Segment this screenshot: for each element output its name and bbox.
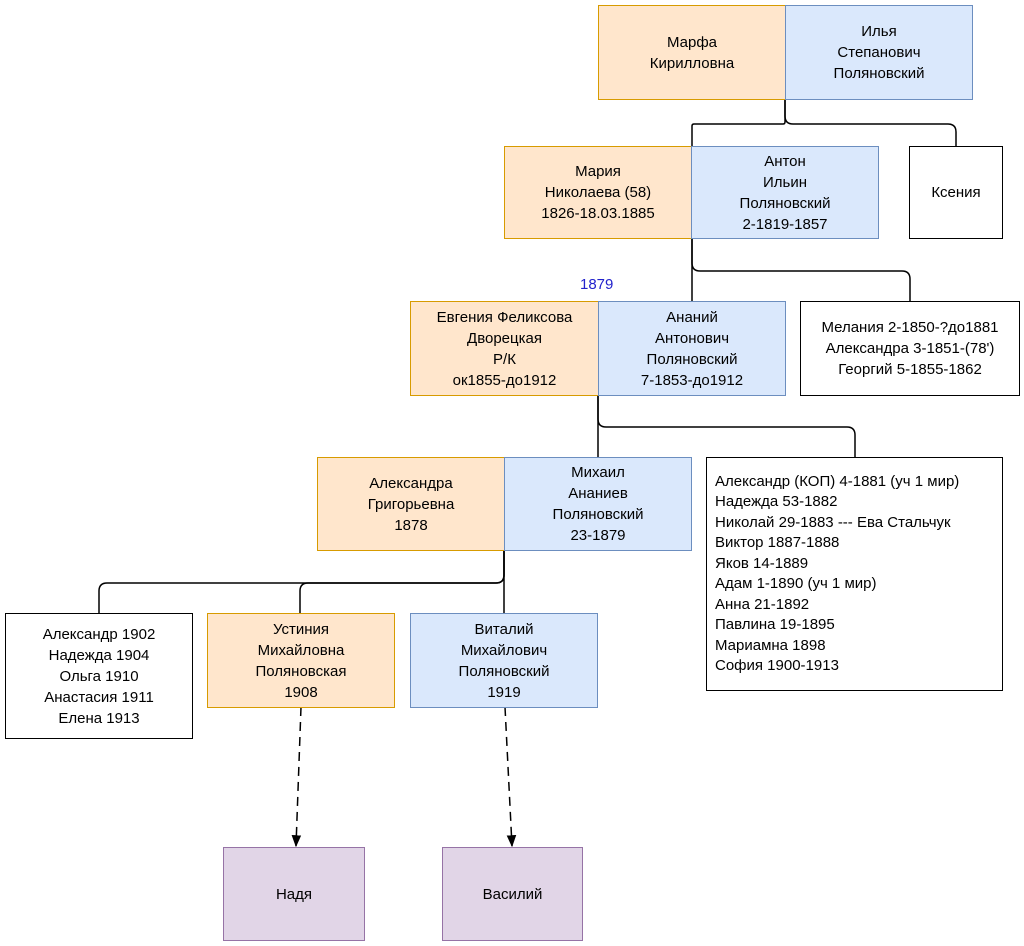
person-nadya-line: Надя <box>275 885 313 903</box>
person-vitaliy-line: Поляновский <box>458 662 550 680</box>
child-entry: Виктор 1887-1888 <box>715 534 840 551</box>
person-mikhail-line: Ананиев <box>568 485 628 502</box>
child-entry: Анна 21-1892 <box>715 595 810 613</box>
link-mikhail-ustinia <box>299 550 505 613</box>
arrow-vitaliy-vasiliy <box>504 706 517 848</box>
person-anton-line: Ильин <box>762 173 807 191</box>
person-ananiy[interactable]: Ананий Антонович Поляновский 7-1853-до19… <box>598 301 786 396</box>
person-ilya-line: Поляновский <box>833 65 925 82</box>
anton-other-children[interactable]: Мелания 2-1850-?до1881 Александра 3-1851… <box>800 301 1020 396</box>
person-maria-line: Николаева (58) <box>544 184 652 201</box>
person-ananiy-line: 7-1853-до1912 <box>640 371 744 389</box>
link-ilya-ksenia <box>784 100 957 146</box>
person-vasiliy-line: Василий <box>482 885 543 903</box>
person-maria[interactable]: Мария Николаева (58) 1826-18.03.1885 <box>504 146 692 239</box>
person-mikhail-line: Поляновский <box>552 506 644 523</box>
person-anton[interactable]: Антон Ильин Поляновский 2-1819-1857 <box>691 146 879 239</box>
person-mikhail-line: 23-1879 <box>570 527 626 544</box>
child-entry: Анастасия 1911 <box>44 688 154 706</box>
person-ustinia-line: Поляновская <box>255 662 347 680</box>
person-ilya[interactable]: Илья Степанович Поляновский <box>785 5 973 100</box>
person-marfa[interactable]: Марфа Кирилловна <box>598 5 786 100</box>
child-entry: Георгий 5-1855-1862 <box>838 361 982 378</box>
person-ananiy-line: Поляновский <box>646 350 738 368</box>
person-maria-line: Мария <box>575 163 621 180</box>
person-anton-line: Поляновский <box>739 194 831 212</box>
person-marfa-line: Марфа <box>666 33 718 51</box>
person-vitaliy-line: 1919 <box>487 683 521 701</box>
child-entry: Яков 14-1889 <box>715 554 809 572</box>
child-entry: Ольга 1910 <box>59 667 139 685</box>
child-entry: Мелания 2-1850-?до1881 <box>821 319 999 336</box>
child-entry: Павлина 19-1895 <box>715 616 835 633</box>
person-ksenia[interactable]: Ксения <box>909 146 1003 239</box>
child-entry: София 1900-1913 <box>715 657 839 674</box>
person-mikhail[interactable]: Михаил Ананиев Поляновский 23-1879 <box>504 457 692 551</box>
person-evgenia-line: ок1855-до1912 <box>452 371 557 389</box>
person-ananiy-line: Ананий <box>666 308 718 326</box>
mikhail-other-children[interactable]: Александр 1902 Надежда 1904 Ольга 1910 А… <box>5 613 193 739</box>
link-ilya-anton <box>691 100 786 146</box>
person-ustinia-line: 1908 <box>284 683 318 701</box>
person-alexandra-line: Григорьевна <box>367 495 455 513</box>
person-anton-line: Антон <box>764 152 806 170</box>
ananiy-other-children[interactable]: Александр (КОП) 4-1881 (уч 1 мир) Надежд… <box>706 457 1003 691</box>
arrow-ustinia-nadya <box>291 706 302 848</box>
child-entry: Мариамна 1898 <box>715 636 826 654</box>
link-anton-siblings <box>691 238 911 302</box>
person-mikhail-line: Михаил <box>571 464 625 481</box>
child-entry: Надежда 1904 <box>48 646 150 664</box>
person-evgenia[interactable]: Евгения Феликсова Дворецкая Р/К ок1855-д… <box>410 301 599 396</box>
person-ksenia-line: Ксения <box>931 184 981 201</box>
child-entry: Александр (КОП) 4-1881 (уч 1 мир) <box>715 472 960 490</box>
person-evgenia-line: Р/К <box>493 350 516 368</box>
link-ananiy-children <box>597 395 856 457</box>
person-alexandra-line: Александра <box>369 474 453 492</box>
person-marfa-line: Кирилловна <box>649 54 735 72</box>
link-mikhail-children <box>98 550 505 613</box>
person-vitaliy-line: Михайлович <box>460 641 548 659</box>
person-ustinia[interactable]: Устиния Михайловна Поляновская 1908 <box>207 613 395 708</box>
person-ustinia-line: Михайловна <box>257 641 345 659</box>
child-entry: Николай 29-1883 --- Ева Стальчук <box>715 513 951 531</box>
person-evgenia-line: Дворецкая <box>467 329 542 347</box>
child-entry: Надежда 53-1882 <box>715 493 838 510</box>
person-vitaliy[interactable]: Виталий Михайлович Поляновский 1919 <box>410 613 598 708</box>
person-ilya-line: Степанович <box>837 44 921 61</box>
person-ilya-line: Илья <box>861 23 897 40</box>
person-ustinia-line: Устиния <box>272 620 330 638</box>
person-nadya[interactable]: Надя <box>223 847 365 941</box>
person-alexandra[interactable]: Александра Григорьевна 1878 <box>317 457 505 551</box>
person-vasiliy[interactable]: Василий <box>442 847 583 941</box>
person-vitaliy-line: Виталий <box>474 620 534 638</box>
child-entry: Елена 1913 <box>58 709 140 727</box>
marriage-year-label: 1879 <box>580 276 614 293</box>
person-anton-line: 2-1819-1857 <box>742 215 828 233</box>
person-maria-line: 1826-18.03.1885 <box>541 205 655 222</box>
person-evgenia-line: Евгения Феликсова <box>436 308 573 326</box>
person-ananiy-line: Антонович <box>654 329 730 347</box>
child-entry: Адам 1-1890 (уч 1 мир) <box>715 575 877 592</box>
child-entry: Александр 1902 <box>42 625 156 643</box>
child-entry: Александра 3-1851-(78') <box>825 340 995 357</box>
person-alexandra-line: 1878 <box>394 516 428 534</box>
